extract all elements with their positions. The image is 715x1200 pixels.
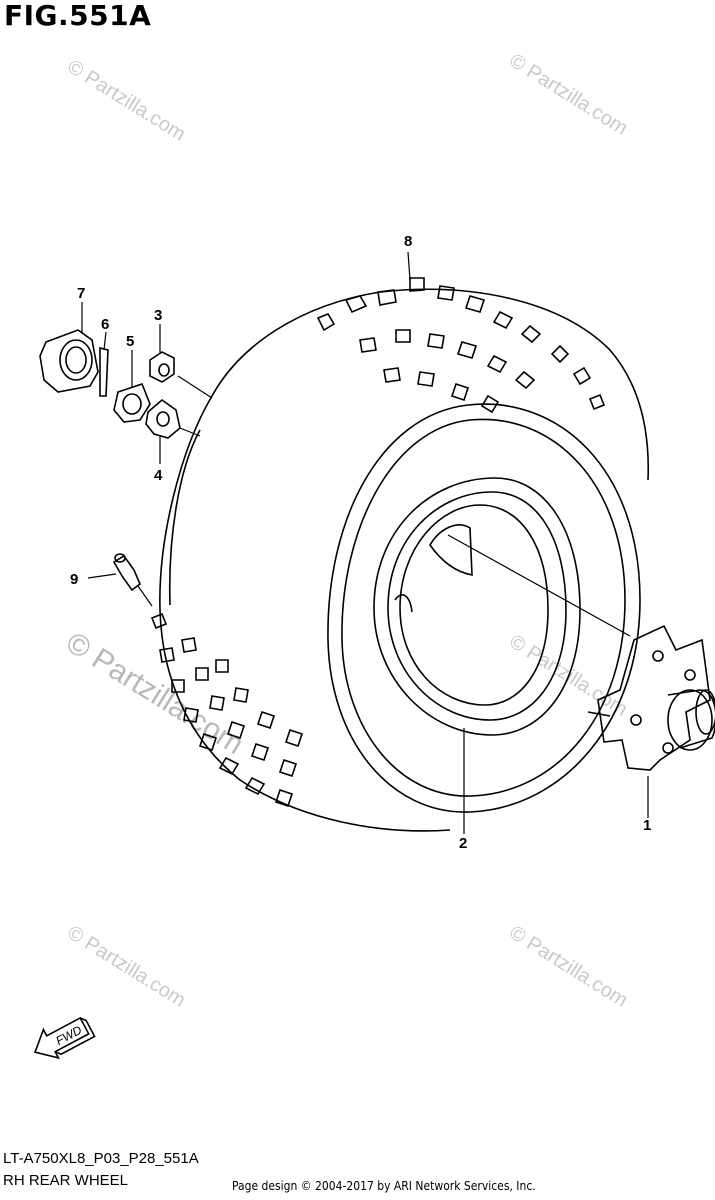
callout-7: 7 xyxy=(77,285,85,302)
watermark: © Partzilla.com xyxy=(505,50,631,140)
callout-6: 6 xyxy=(101,316,109,333)
leader-lines xyxy=(81,251,649,834)
small-parts-drawing xyxy=(39,329,181,592)
tire-drawing xyxy=(150,277,650,832)
watermark: © Partzilla.com xyxy=(60,626,249,761)
callout-3: 3 xyxy=(154,307,162,324)
callouts: 1 2 3 4 5 6 7 8 9 xyxy=(70,233,651,852)
figure-title: FIG.551A xyxy=(4,0,152,32)
diagram-code: LT-A750XL8_P03_P28_551A xyxy=(3,1150,199,1167)
callout-5: 5 xyxy=(126,333,134,350)
watermark: © Partzilla.com xyxy=(63,56,189,146)
watermark: © Partzilla.com xyxy=(63,922,189,1012)
callout-8: 8 xyxy=(404,233,412,250)
watermark: © Partzilla.com xyxy=(505,922,631,1012)
watermarks: © Partzilla.com © Partzilla.com © Partzi… xyxy=(60,50,631,1012)
copyright-credit: Page design © 2004-2017 by ARI Network S… xyxy=(232,1179,536,1193)
callout-9: 9 xyxy=(70,571,78,588)
callout-4: 4 xyxy=(154,467,163,484)
callout-1: 1 xyxy=(643,817,651,834)
fwd-arrow: FWD xyxy=(33,1016,96,1060)
diagram-caption: RH REAR WHEEL xyxy=(3,1172,129,1189)
callout-2: 2 xyxy=(459,835,467,852)
